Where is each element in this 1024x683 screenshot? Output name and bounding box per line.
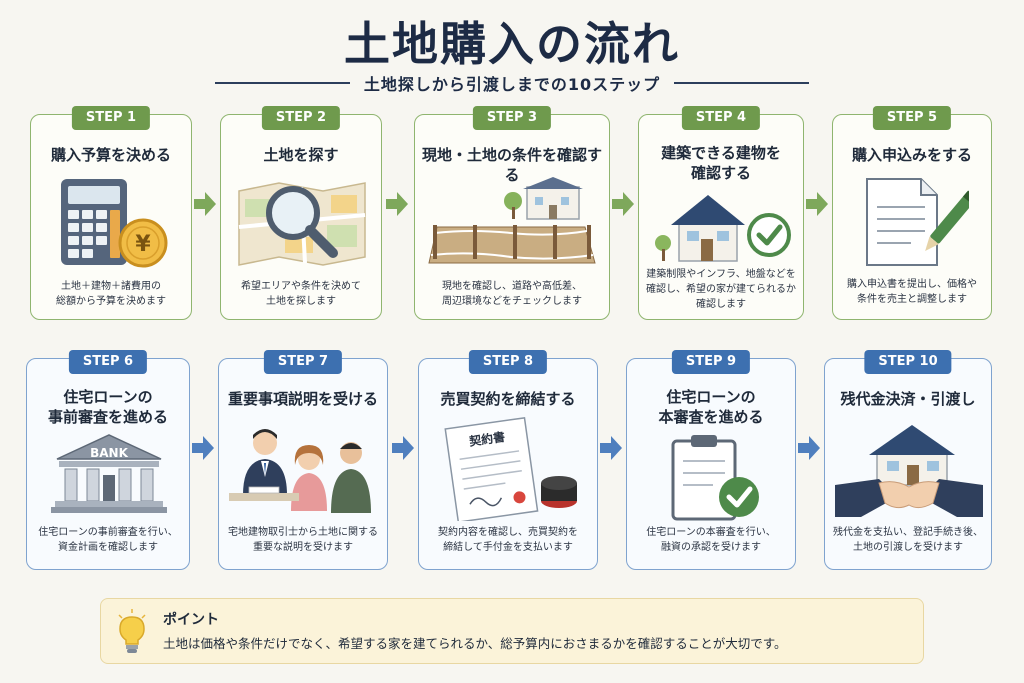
step-description: 残代金を支払い、登記手続き後、土地の引渡しを受けます — [833, 527, 983, 553]
step-card-4: STEP 4 建築できる建物を確認する 建築制限やインフラ、地盤などを確認し、希… — [638, 106, 804, 320]
handshake-house-icon — [835, 425, 983, 517]
contract-label: 契約書 — [467, 429, 506, 449]
step-description: 希望エリアや条件を決めて土地を探します — [241, 281, 361, 307]
lightbulb-icon — [118, 609, 146, 653]
house-check-icon — [655, 195, 791, 262]
step-description: 購入申込書を提出し、価格や条件を売主と調整します — [847, 279, 977, 305]
subtitle-row: 土地探しから引渡しまでの10ステップ — [215, 70, 809, 96]
step-badge: STEP 8 — [468, 350, 548, 374]
arrow-right-icon — [194, 192, 216, 216]
point-text: 土地は価格や条件だけでなく、希望する家を建てられるか、総予算内におさまるかを確認… — [163, 636, 787, 651]
map-magnifier-icon — [238, 182, 366, 266]
step-description: 住宅ローンの事前審査を行い、資金計画を確認します — [38, 527, 178, 553]
step-title: 土地を探す — [263, 146, 339, 164]
arrow-right-icon — [806, 192, 828, 216]
application-form-pen-icon — [866, 178, 969, 266]
step-title: 売買契約を締結する — [440, 390, 576, 408]
arrow-right-icon — [600, 436, 622, 460]
land-plot-icon — [428, 177, 596, 264]
step-description: 契約内容を確認し、売買契約を締結して手付金を支払います — [438, 527, 578, 553]
step-title: 住宅ローンの本審査を進める — [658, 388, 764, 426]
step-description: 建築制限やインフラ、地盤などを確認し、希望の家が建てられるか確認します — [646, 269, 796, 310]
arrow-right-icon — [798, 436, 820, 460]
step-description: 土地＋建物＋諸費用の総額から予算を決めます — [56, 281, 166, 307]
step-description: 宅地建物取引士から土地に関する重要な説明を受けます — [228, 527, 378, 553]
step-badge: STEP 7 — [263, 350, 343, 374]
step-badge: STEP 1 — [71, 106, 151, 130]
calculator-icon: ¥ — [61, 179, 168, 268]
point-title: ポイント — [163, 612, 219, 628]
step-card-3: STEP 3 現地・土地の条件を確認する 現地を確認し、道路や高低差、周辺環境な… — [414, 106, 610, 320]
step-card-9: STEP 9 住宅ローンの本審査を進める 住宅ローンの本審査を行い、融資の承認を… — [626, 350, 796, 570]
step-badge: STEP 3 — [472, 106, 552, 130]
clipboard-check-icon — [671, 435, 759, 521]
subtitle-line-right — [674, 82, 809, 84]
step-badge: STEP 4 — [681, 106, 761, 130]
step-card-6: STEP 6 住宅ローンの事前審査を進める BANK 住宅ローンの事前審査を行い… — [26, 350, 190, 570]
arrow-right-icon — [386, 192, 408, 216]
step-title: 現地・土地の条件を確認する — [421, 146, 602, 184]
step-title: 重要事項説明を受ける — [227, 390, 378, 408]
point-box: ポイント 土地は価格や条件だけでなく、希望する家を建てられるか、総予算内におさま… — [100, 598, 924, 664]
step-card-5: STEP 5 購入申込みをする 購入申込書を提出し、価格や条件を売主と調整します — [832, 106, 992, 320]
step-card-1: STEP 1 購入予算を決める ¥ 土地＋建物＋諸費用の総額から予算を決めます — [30, 106, 192, 320]
page-title: 土地購入の流れ — [344, 17, 680, 71]
step-card-8: STEP 8 売買契約を締結する 契約書 契約内容を確認し、売買契約を締結して手… — [418, 350, 598, 570]
arrow-right-icon — [392, 436, 414, 460]
step-title: 購入予算を決める — [50, 146, 171, 164]
step-badge: STEP 9 — [671, 350, 751, 374]
step-card-10: STEP 10 残代金決済・引渡し 残代金を支払い、登記手続き後、土地の引渡しを… — [824, 350, 992, 570]
step-title: 住宅ローンの事前審査を進める — [47, 388, 168, 426]
arrow-right-icon — [612, 192, 634, 216]
step-badge: STEP 10 — [864, 350, 952, 374]
bank-icon: BANK — [51, 434, 167, 513]
step-title: 残代金決済・引渡し — [840, 390, 976, 408]
arrow-right-icon — [192, 436, 214, 460]
bank-label: BANK — [90, 446, 128, 460]
page-subtitle: 土地探しから引渡しまでの10ステップ — [363, 75, 661, 94]
contract-seal-icon: 契約書 — [444, 417, 577, 521]
yen-symbol: ¥ — [135, 232, 151, 257]
step-badge: STEP 6 — [68, 350, 148, 374]
explanation-meeting-icon — [229, 429, 371, 513]
step-title: 購入申込みをする — [851, 146, 972, 164]
step-card-2: STEP 2 土地を探す 希望エリアや条件を決めて土地を探します — [220, 106, 382, 320]
step-description: 住宅ローンの本審査を行い、融資の承認を受けます — [646, 527, 776, 553]
step-badge: STEP 2 — [261, 106, 341, 130]
step-description: 現地を確認し、道路や高低差、周辺環境などをチェックします — [442, 281, 582, 307]
subtitle-line-left — [215, 82, 350, 84]
step-card-7: STEP 7 重要事項説明を受ける 宅地建物取引士から土地に関する重要な説明を受… — [218, 350, 388, 570]
step-title: 建築できる建物を確認する — [661, 144, 781, 182]
step-badge: STEP 5 — [872, 106, 952, 130]
